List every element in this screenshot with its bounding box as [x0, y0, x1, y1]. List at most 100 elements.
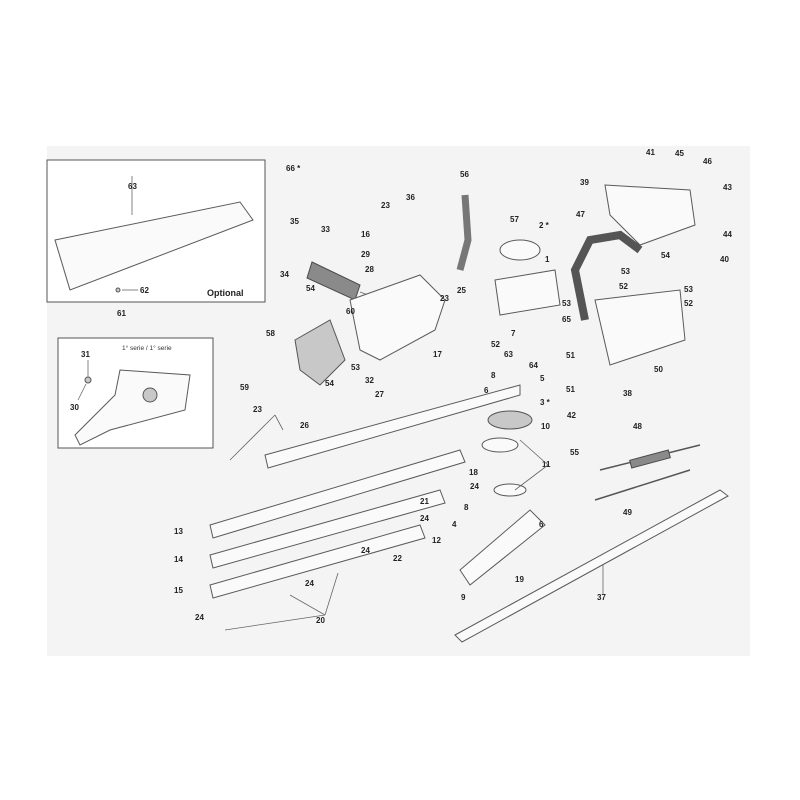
gear-cover — [349, 274, 446, 361]
label-61: 61 — [117, 309, 126, 318]
label-62: 62 — [140, 286, 149, 295]
label-19: 19 — [515, 575, 524, 584]
label-65: 65 — [562, 315, 571, 324]
label-53-d: 53 — [351, 363, 360, 372]
label-54-b: 54 — [661, 251, 670, 260]
label-13: 13 — [174, 527, 183, 536]
part-labels: 66 * 63 62 61 31 30 35 34 33 23 36 16 29… — [70, 148, 732, 625]
label-39: 39 — [580, 178, 589, 187]
label-57: 57 — [510, 215, 519, 224]
label-11: 11 — [542, 460, 551, 469]
label-23-c: 23 — [253, 405, 262, 414]
label-27: 27 — [375, 390, 384, 399]
gear-cover-first-series — [74, 369, 191, 446]
label-56: 56 — [460, 170, 469, 179]
label-6-b: 6 — [539, 520, 544, 529]
label-44: 44 — [723, 230, 732, 239]
label-48: 48 — [633, 422, 642, 431]
label-53-b: 53 — [621, 267, 630, 276]
label-59: 59 — [240, 383, 249, 392]
leader-lines — [224, 414, 604, 631]
blade-13 — [209, 449, 466, 539]
label-26: 26 — [300, 421, 309, 430]
label-66: 66 * — [286, 164, 301, 173]
hose — [456, 194, 472, 271]
gear-wheel — [487, 410, 533, 430]
label-12: 12 — [432, 536, 441, 545]
blade-top — [264, 384, 521, 469]
label-8-b: 8 — [464, 503, 469, 512]
label-18: 18 — [469, 468, 478, 477]
label-42: 42 — [567, 411, 576, 420]
label-40: 40 — [720, 255, 729, 264]
label-3: 3 * — [540, 398, 551, 407]
label-28: 28 — [365, 265, 374, 274]
label-20: 20 — [316, 616, 325, 625]
rear-handle — [604, 184, 696, 246]
label-52-b: 52 — [684, 299, 693, 308]
label-55: 55 — [570, 448, 579, 457]
label-53-c: 53 — [684, 285, 693, 294]
label-7: 7 — [511, 329, 516, 338]
label-23-a: 23 — [381, 201, 390, 210]
label-21: 21 — [420, 497, 429, 506]
label-4: 4 — [452, 520, 457, 529]
blade-15 — [209, 524, 426, 599]
label-37: 37 — [597, 593, 606, 602]
label-43: 43 — [723, 183, 732, 192]
label-2: 2 * — [539, 221, 550, 230]
label-33: 33 — [321, 225, 330, 234]
label-35: 35 — [290, 217, 299, 226]
filter-cup — [499, 239, 541, 261]
label-24-d: 24 — [305, 579, 314, 588]
label-52-a: 52 — [619, 282, 628, 291]
label-24-c: 24 — [361, 546, 370, 555]
label-60: 60 — [346, 307, 355, 316]
label-32: 32 — [365, 376, 374, 385]
label-63: 63 — [128, 182, 137, 191]
label-41: 41 — [646, 148, 655, 157]
label-22: 22 — [393, 554, 402, 563]
label-54-c: 54 — [325, 379, 334, 388]
label-50: 50 — [654, 365, 663, 374]
label-51-b: 51 — [566, 385, 575, 394]
label-53-a: 53 — [562, 299, 571, 308]
label-49: 49 — [623, 508, 632, 517]
throttle-cable-2 — [594, 469, 691, 501]
label-6-a: 6 — [484, 386, 489, 395]
handle-bracket — [294, 319, 346, 386]
label-24-b: 24 — [420, 514, 429, 523]
label-14: 14 — [174, 555, 183, 564]
label-24-a: 24 — [470, 482, 479, 491]
label-17: 17 — [433, 350, 442, 359]
label-47: 47 — [576, 210, 585, 219]
blade-14 — [209, 489, 446, 569]
crank-plate — [481, 437, 519, 453]
label-24-e: 24 — [195, 613, 204, 622]
label-36: 36 — [406, 193, 415, 202]
label-45: 45 — [675, 149, 684, 158]
label-1: 1 — [545, 255, 550, 264]
series-caption: 1° serie / 1° serie — [122, 344, 172, 352]
label-58: 58 — [266, 329, 275, 338]
label-63-b: 63 — [504, 350, 513, 359]
label-23-b: 23 — [440, 294, 449, 303]
label-25: 25 — [457, 286, 466, 295]
label-5: 5 — [540, 374, 545, 383]
gear-base — [459, 509, 546, 586]
engine — [594, 289, 686, 366]
label-46: 46 — [703, 157, 712, 166]
first-series-inset: 1° serie / 1° serie — [57, 337, 214, 449]
carb-housing — [494, 269, 561, 316]
label-29: 29 — [361, 250, 370, 259]
blade-cover — [454, 489, 729, 643]
label-9: 9 — [461, 593, 466, 602]
connecting-plate — [493, 483, 527, 497]
loop-handle — [570, 230, 643, 321]
label-31: 31 — [81, 350, 90, 359]
label-51-a: 51 — [566, 351, 575, 360]
label-8-a: 8 — [491, 371, 496, 380]
label-38: 38 — [623, 389, 632, 398]
label-52-c: 52 — [491, 340, 500, 349]
